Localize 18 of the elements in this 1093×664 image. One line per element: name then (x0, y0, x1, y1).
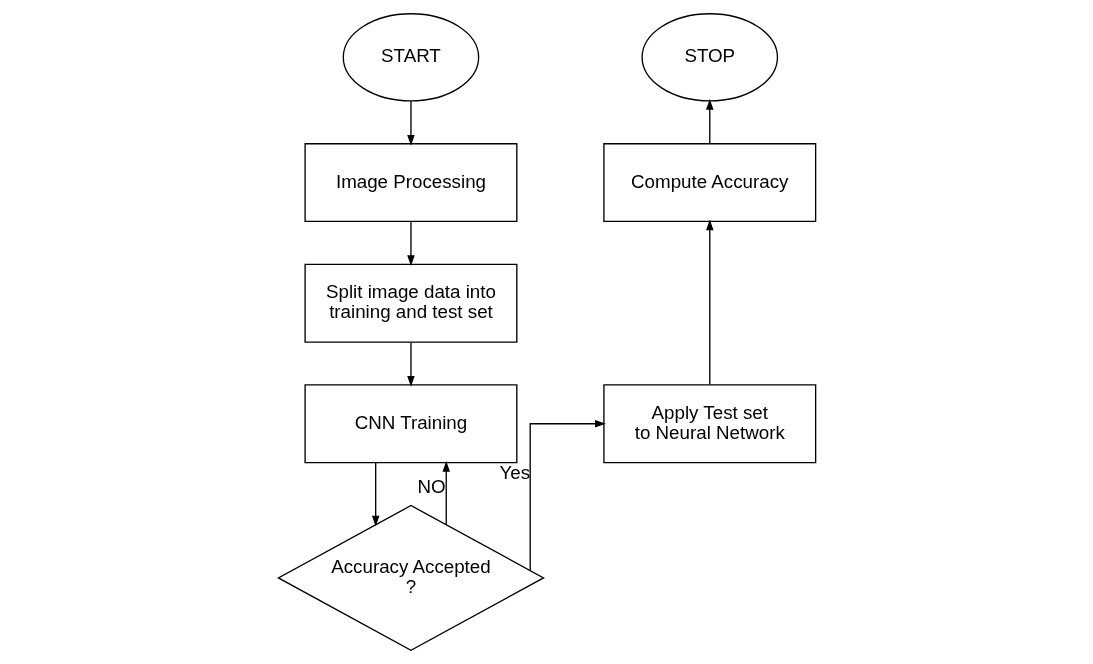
arrow (371, 462, 379, 527)
edge-label: Yes (498, 462, 530, 484)
node-diamond: Accuracy Accepted ? (276, 504, 545, 651)
node-box: Image Processing (303, 143, 517, 223)
arrow (406, 100, 415, 146)
arrow (406, 221, 415, 267)
node-box: Apply Test set to Neural Network (602, 384, 816, 464)
arrow (406, 342, 415, 387)
node-box: CNN Training (303, 384, 517, 464)
edge-label: NO (416, 475, 446, 497)
node-ellipse: STOP (640, 13, 778, 102)
arrow (705, 219, 714, 386)
node-box: Compute Accuracy (602, 143, 816, 223)
arrow (705, 99, 714, 145)
arrow (529, 420, 606, 572)
node-ellipse: START (342, 13, 479, 102)
arrow (442, 461, 450, 526)
node-box: Split image data into training and test set (303, 263, 517, 343)
